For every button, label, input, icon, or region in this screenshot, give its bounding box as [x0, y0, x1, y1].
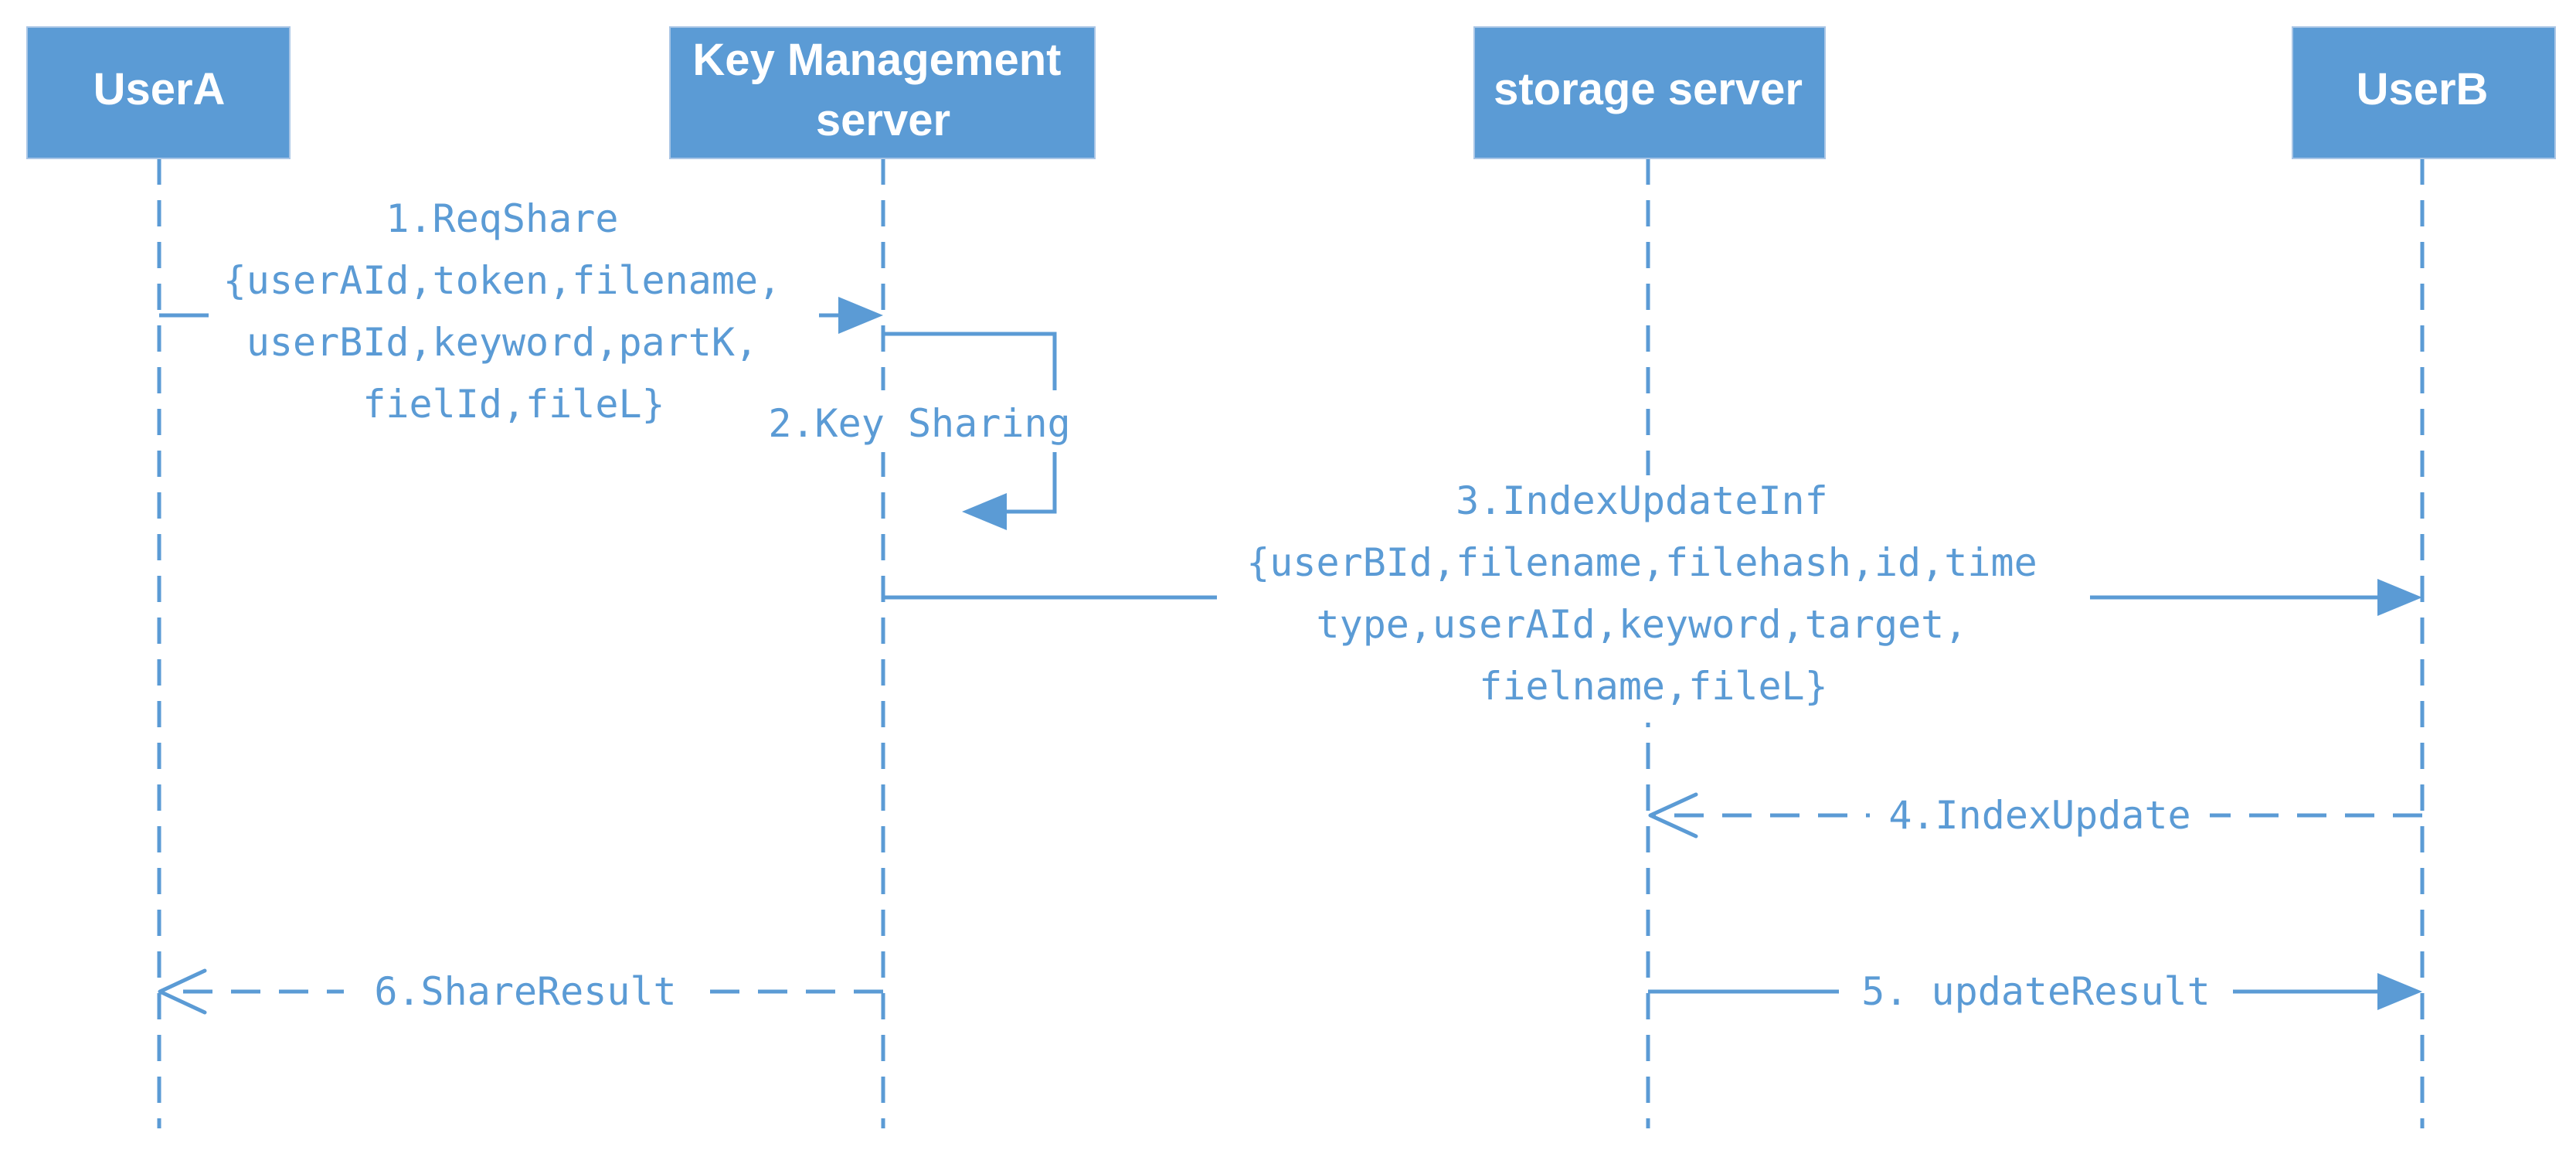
message-req-share: 1.ReqShare {userAId,token,filename, user…: [159, 189, 883, 437]
actor-usera: UserA: [26, 26, 291, 159]
actor-userb-box: [2292, 26, 2556, 159]
message-key-sharing-arrowhead: [962, 493, 1007, 530]
actor-key-management-server-label: Key Management server: [692, 35, 1073, 145]
actor-usera-label: UserA: [93, 64, 226, 114]
message-index-update-inf-arrowhead: [2377, 579, 2422, 616]
message-req-share-label: 1.ReqShare {userAId,token,filename, user…: [223, 196, 805, 427]
message-index-update-arrowhead: [1648, 792, 1698, 839]
message-key-sharing-label: 2.Key Sharing: [768, 401, 1070, 446]
message-update-result-arrowhead: [2377, 973, 2422, 1010]
message-key-sharing: 2.Key Sharing: [746, 332, 1093, 530]
message-update-result-label: 5. updateResult: [1861, 969, 2211, 1014]
actor-usera-box: [26, 26, 291, 159]
message-index-update: 4.IndexUpdate: [1648, 788, 2422, 842]
message-share-result-label: 6.ShareResult: [374, 969, 676, 1014]
message-share-result-arrowhead: [158, 968, 207, 1015]
actor-storage-server: storage server: [1473, 26, 1826, 159]
actor-userb-label: UserB: [2357, 64, 2489, 114]
message-index-update-inf: 3.IndexUpdateInf {userBId,filename,fileh…: [883, 475, 2422, 723]
actor-key-management-server-box: [669, 26, 1096, 159]
actor-userb: UserB: [2292, 26, 2556, 159]
message-index-update-inf-label: 3.IndexUpdateInf {userBId,filename,fileh…: [1246, 478, 2061, 709]
message-index-update-label: 4.IndexUpdate: [1888, 793, 2190, 838]
message-req-share-arrowhead: [838, 297, 883, 334]
actor-key-management-server: Key Management server: [669, 26, 1096, 159]
message-update-result: 5. updateResult: [1648, 965, 2422, 1019]
actor-storage-server-label: storage server: [1494, 64, 1803, 114]
actor-storage-server-box: [1473, 26, 1826, 159]
message-share-result: 6.ShareResult: [158, 965, 883, 1019]
